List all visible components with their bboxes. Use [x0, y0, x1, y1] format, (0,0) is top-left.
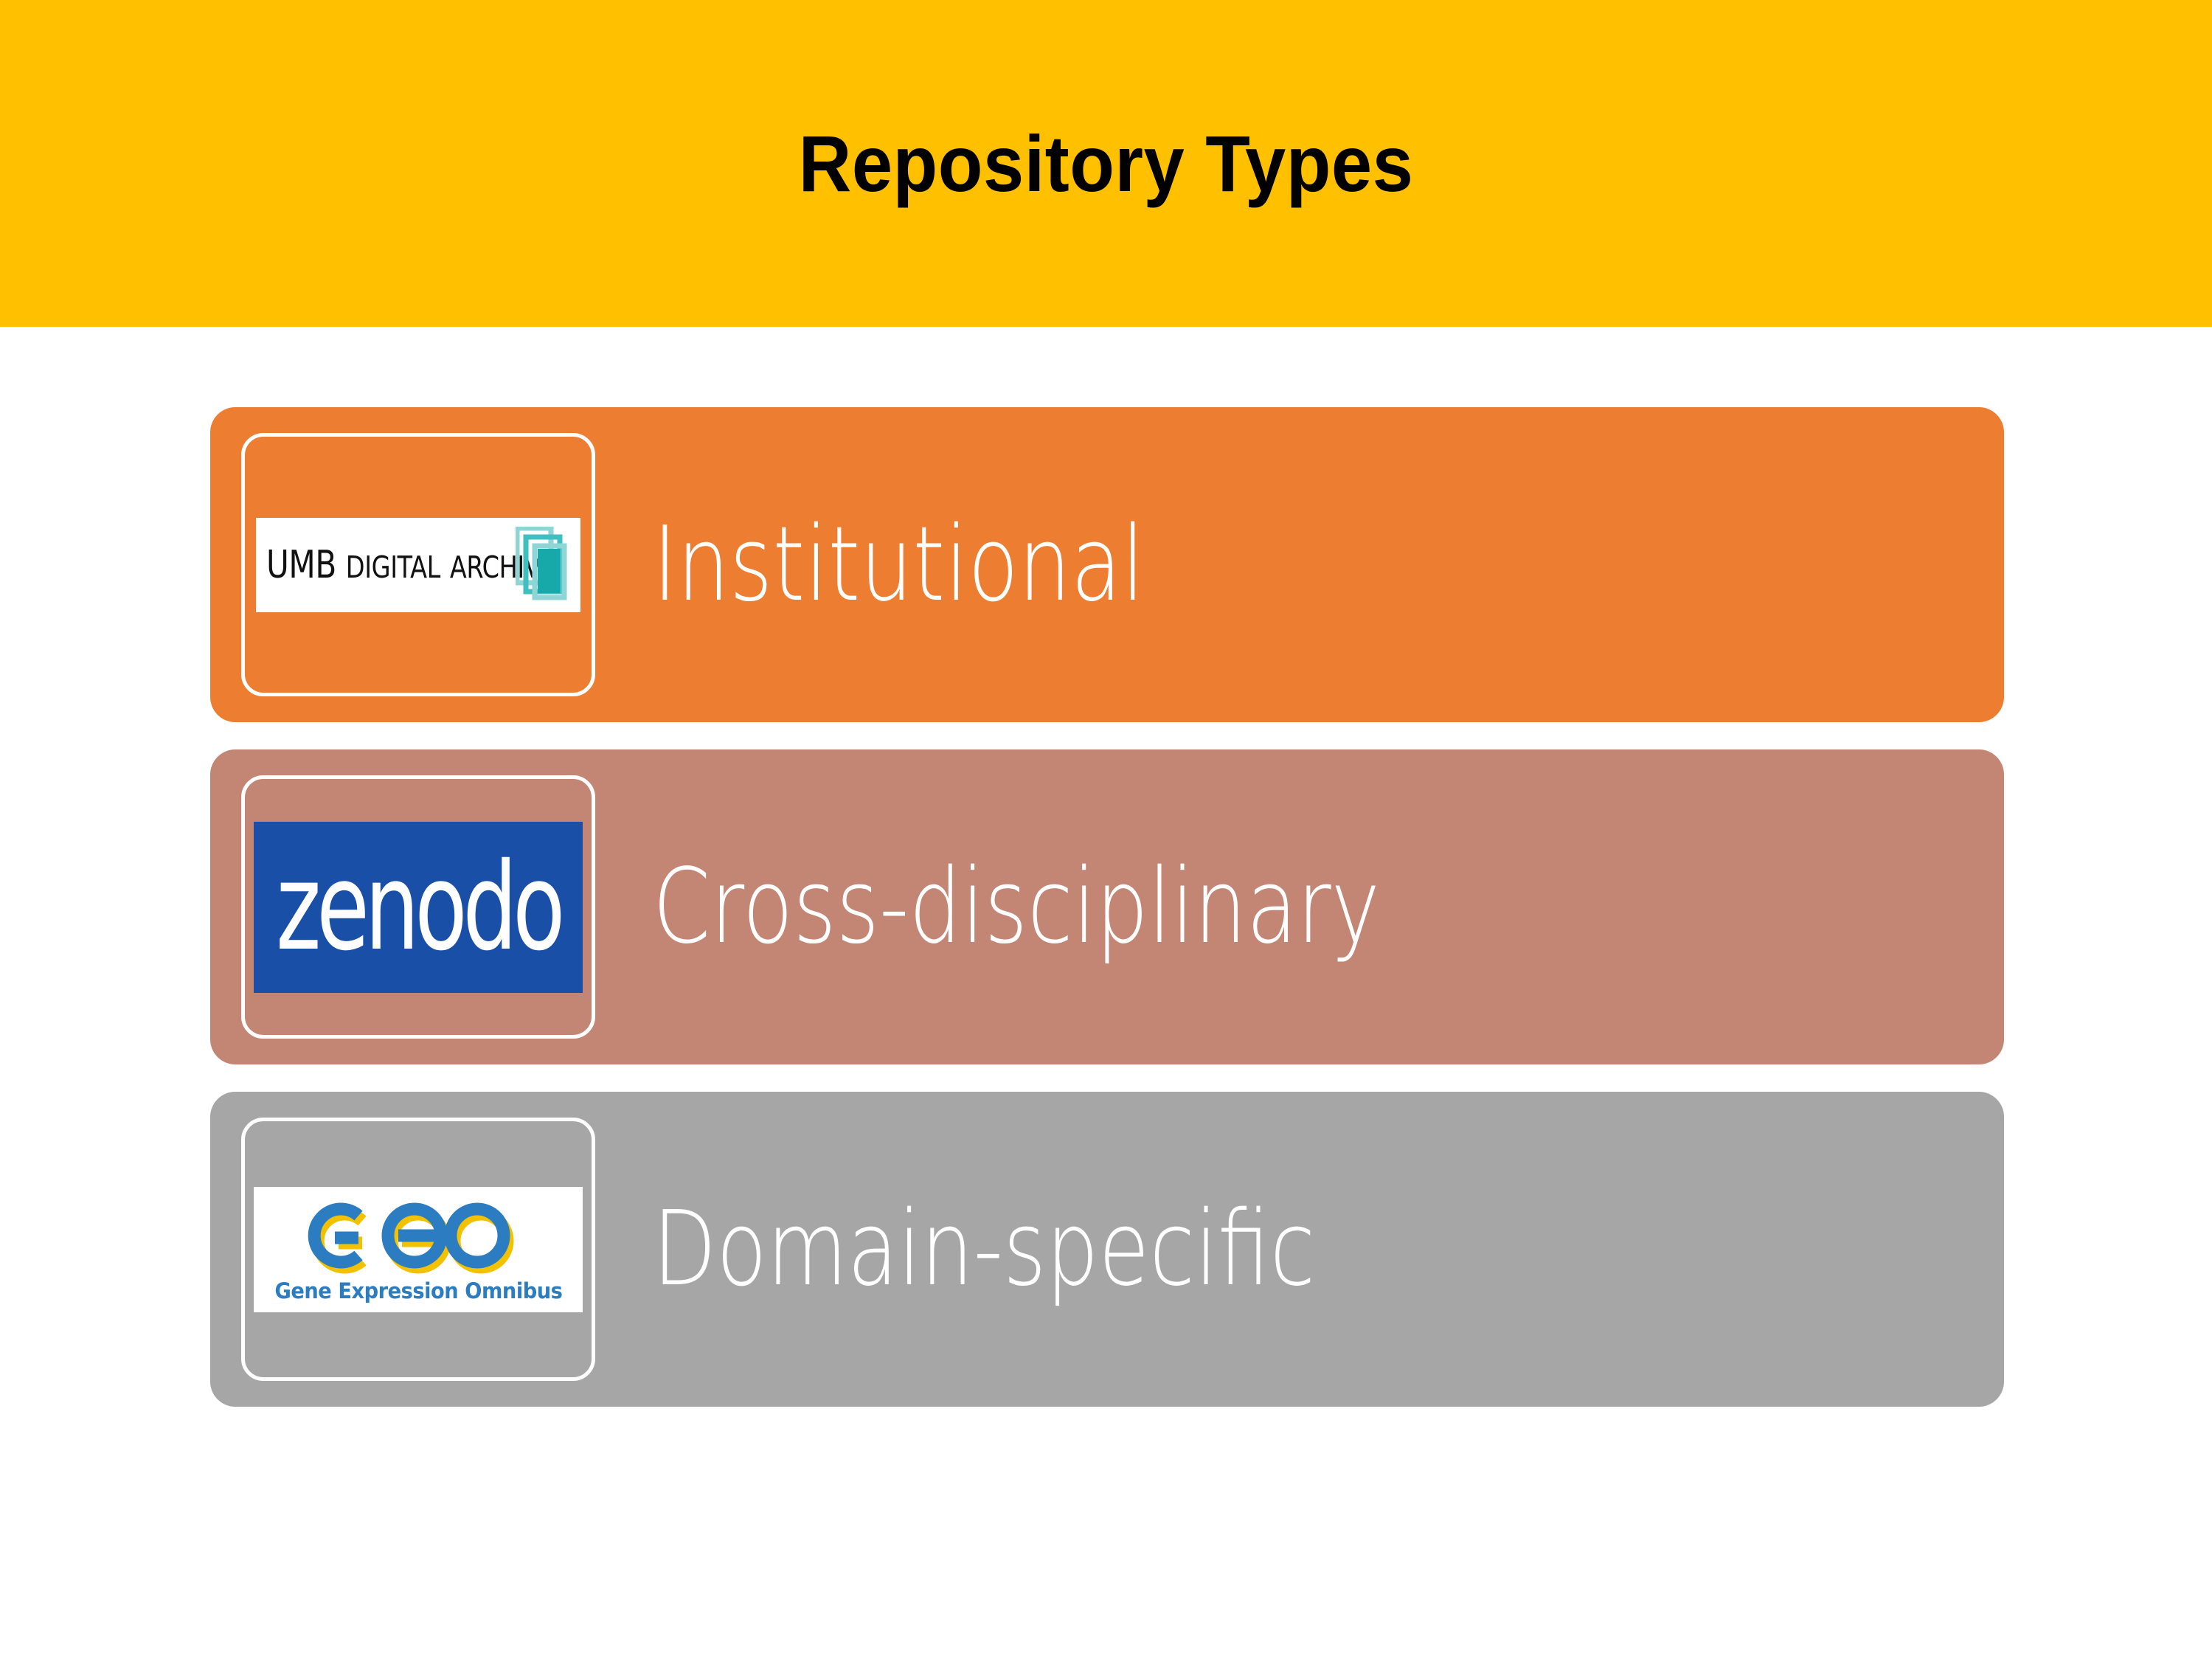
- geo-subtitle: Gene Expression Omnibus: [274, 1278, 562, 1303]
- geo-interlocking-letters-icon: [308, 1202, 514, 1274]
- logo-frame-institutional: UMB DIGITAL ARCHIVE: [241, 433, 595, 696]
- umb-wordmark-igital: IGITAL: [364, 550, 440, 586]
- repository-type-row-cross-disciplinary[interactable]: zenodo Cross-disciplinary: [210, 749, 2004, 1064]
- logo-frame-domain-specific: Gene Expression Omnibus: [241, 1118, 595, 1381]
- stacked-rectangles-icon: [516, 526, 567, 600]
- umb-wordmark: UMB DIGITAL ARCHIVE: [266, 542, 557, 587]
- repository-type-label-institutional: Institutional: [653, 504, 1145, 625]
- geo-logo: Gene Expression Omnibus: [254, 1186, 583, 1312]
- repository-type-row-domain-specific[interactable]: Gene Expression Omnibus Domain-specific: [210, 1092, 2004, 1407]
- umb-digital-archive-logo: UMB DIGITAL ARCHIVE: [256, 517, 580, 612]
- logo-frame-cross-disciplinary: zenodo: [241, 775, 595, 1039]
- umb-wordmark-smallcaps: D: [345, 550, 365, 586]
- repository-type-label-cross-disciplinary: Cross-disciplinary: [653, 846, 1380, 967]
- zenodo-wordmark: zenodo: [276, 837, 565, 977]
- zenodo-logo: zenodo: [254, 821, 583, 993]
- repository-type-list: UMB DIGITAL ARCHIVE Institutional zenodo…: [210, 407, 2004, 1407]
- umb-wordmark-a: A: [449, 550, 467, 586]
- page-title: Repository Types: [798, 119, 1414, 208]
- title-band: Repository Types: [0, 0, 2212, 327]
- repository-type-label-domain-specific: Domain-specific: [653, 1188, 1316, 1309]
- repository-type-row-institutional[interactable]: UMB DIGITAL ARCHIVE Institutional: [210, 407, 2004, 722]
